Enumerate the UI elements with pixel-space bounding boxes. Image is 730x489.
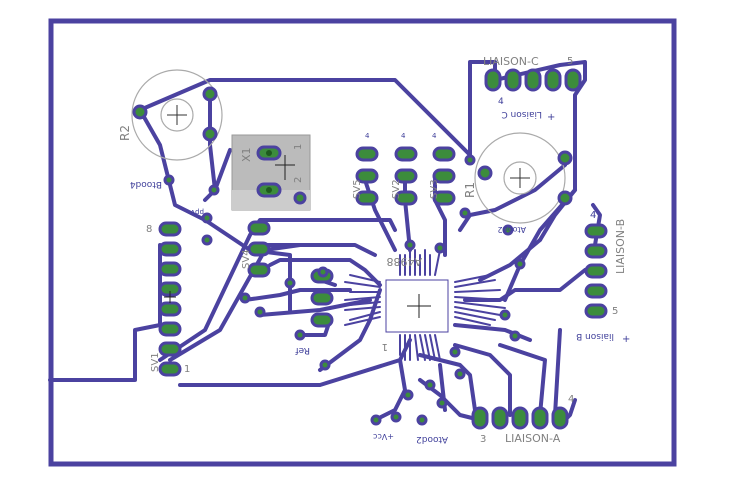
sv5-pin4: 4: [365, 132, 370, 140]
header-liaison-c: [484, 68, 582, 92]
sv1-pin1: 1: [184, 364, 190, 375]
header-sv3: [432, 146, 456, 206]
liaison-b-pin5: 5: [612, 306, 618, 317]
header-sv2: [394, 146, 418, 206]
liaison-c-pin4: 4: [498, 97, 504, 107]
sv4-label: SV4: [241, 249, 252, 269]
potentiometer-r1: [474, 132, 573, 224]
ic-label: A4988: [386, 255, 422, 268]
boot2-bottom-tag: Atood2: [416, 434, 448, 444]
sv2-pin4: 4: [401, 132, 406, 140]
sv1-label: SV1: [150, 352, 161, 372]
sv1-pin8: 8: [146, 224, 152, 235]
sv3-pin4: 4: [432, 132, 437, 140]
liaison-b-plus: +: [622, 334, 630, 345]
liaison-c-label: LIAISON-C: [483, 55, 539, 68]
header-liaison-a: [471, 406, 569, 430]
x1-label: X1: [240, 147, 253, 162]
sv5-label: SV5: [352, 179, 363, 199]
board-outline: [48, 18, 677, 467]
sv3-label: SV3: [429, 179, 440, 199]
boot4-tag: Btood4: [130, 179, 162, 189]
boot2-tag: Atood2: [498, 225, 526, 234]
liaison-a-pin4: 4: [568, 394, 574, 405]
liaison-c-plus: +: [547, 112, 555, 123]
vcc-tag: +Vcc: [373, 432, 394, 441]
potentiometer-r2: [131, 69, 223, 161]
ic-a4988: [385, 279, 449, 333]
liaison-b-pin4: 4: [590, 210, 596, 221]
header-sv4: [247, 220, 271, 278]
r1-label: R1: [463, 182, 477, 198]
ref-tag: Ref: [295, 345, 310, 355]
liaison-b-label: LIAISON-B: [614, 219, 627, 274]
x1-pin1: 1: [293, 144, 304, 150]
liaison-c-mirror: Liaison C: [501, 109, 542, 119]
liaison-c-pin5: 5: [567, 56, 573, 67]
header-liaison-b: [584, 223, 608, 319]
r2-label: R2: [118, 125, 132, 141]
header-sv-mid: [310, 268, 334, 328]
liaison-a-pin3: 3: [480, 434, 486, 445]
header-sv5: [355, 146, 379, 206]
terminal-block-x1: [231, 134, 311, 211]
header-sv1: [158, 221, 182, 377]
ic-pin1-label: 1: [382, 341, 388, 352]
ic-fanout-traces: [344, 249, 506, 361]
vdd-tag: ppV: [190, 208, 204, 216]
vias: [163, 154, 526, 426]
liaison-b-mirror: liaison B: [576, 331, 614, 341]
liaison-a-label: LIAISON-A: [505, 432, 561, 445]
x1-pin2: 2: [293, 177, 304, 183]
sv2-label: SV2: [391, 179, 402, 199]
